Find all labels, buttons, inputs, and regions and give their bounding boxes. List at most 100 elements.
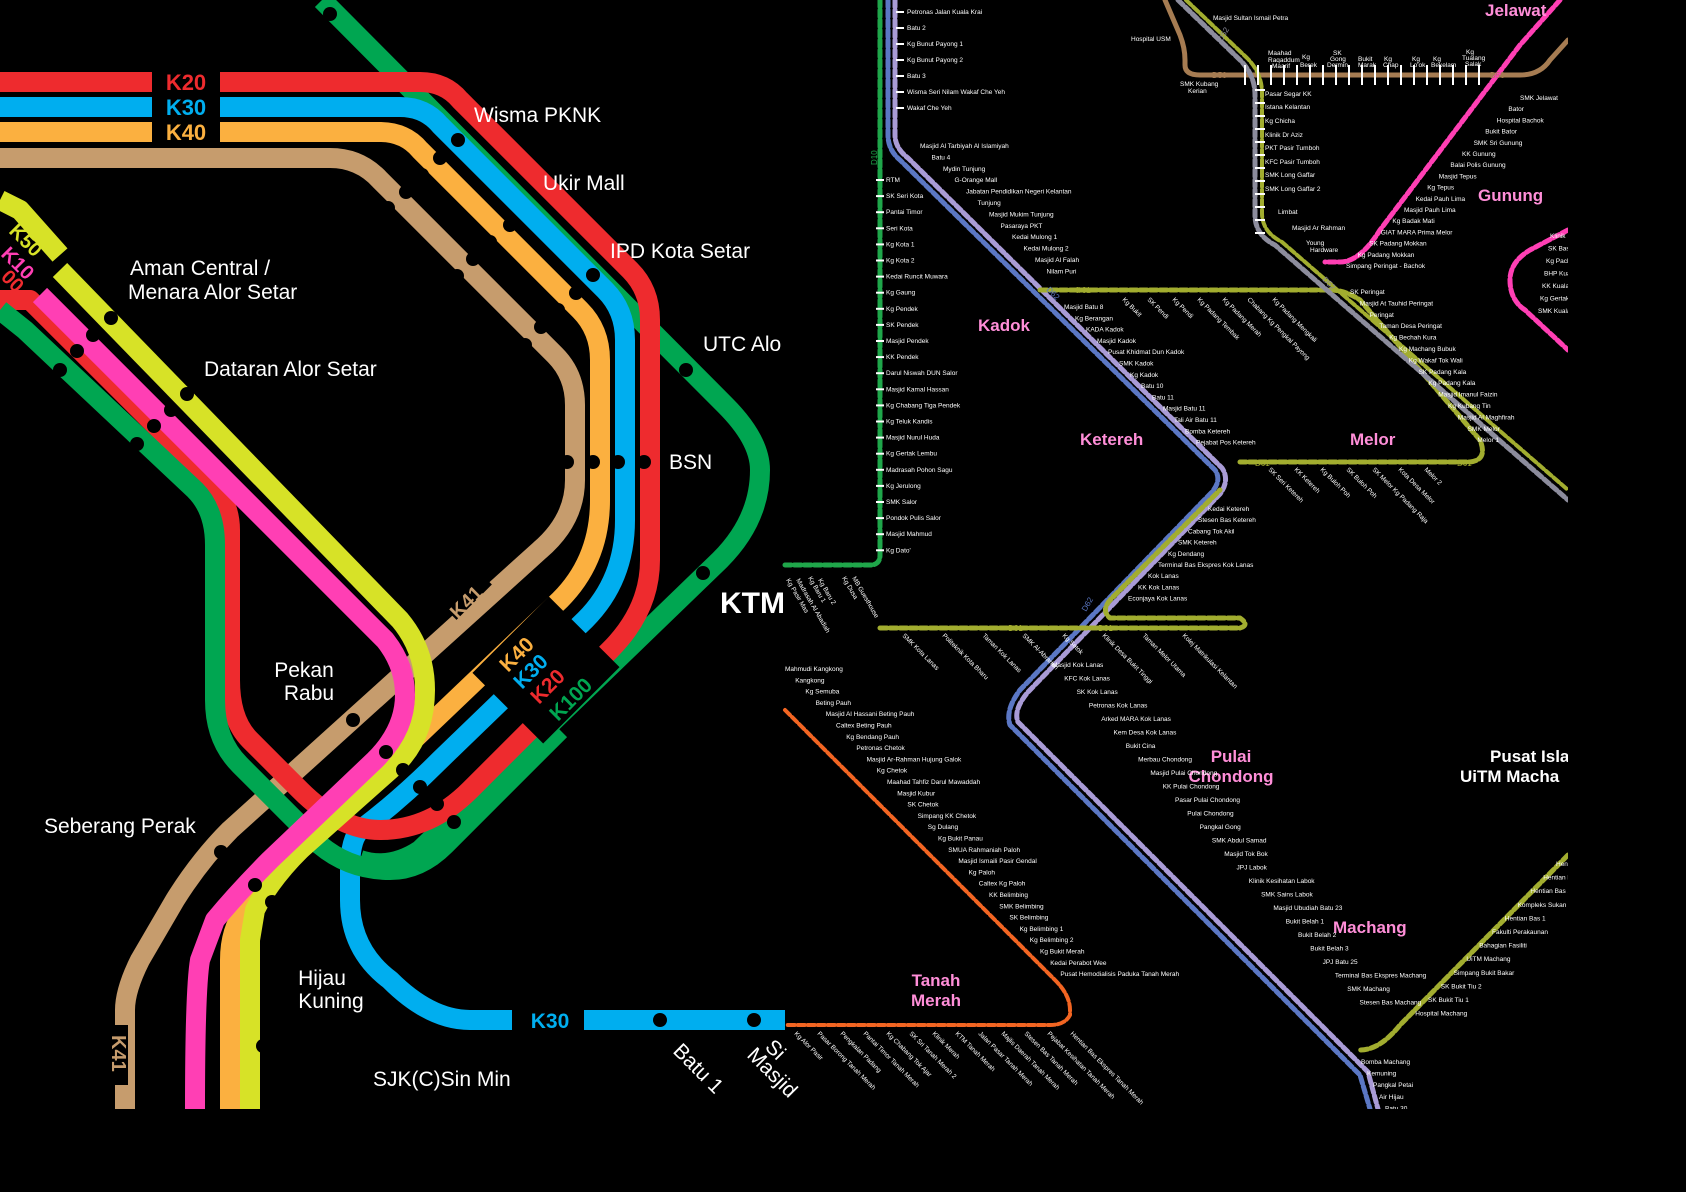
stop-label: Maahad Tahfiz Darul Mawaddah (887, 779, 980, 786)
stop-label: Kg Berangan (1075, 315, 1113, 322)
line-k10 (32, 287, 415, 1109)
station-dot (696, 566, 710, 580)
stop-label: Kg Gertak S (1540, 296, 1568, 303)
stop-label: Simpang Bukit Bakar (1454, 970, 1516, 977)
stop-label: Kg Gertak Lembu (886, 451, 937, 458)
stop-label: Lo'ok (1410, 62, 1426, 69)
stop-label: Kg (1466, 49, 1474, 56)
stop-label: SMK Kuala B (1538, 308, 1568, 315)
stop-label: Kg Bunut Payong 1 (907, 41, 963, 48)
stop-label: SMK Sains Labok (1261, 892, 1313, 899)
stop-label: SMK Sri Gunung (1474, 140, 1523, 147)
stop-label: Taman Melor Utama (1141, 632, 1188, 679)
route-code-d61-a: D61 (1076, 286, 1091, 295)
stop-label: KK Pulai Chondong (1163, 784, 1220, 791)
station-sjk-sin-min: SJK(C)Sin Min (373, 1068, 511, 1091)
station-dot (265, 895, 279, 909)
line-d42 (783, 708, 1072, 1027)
stop-label: SK Padang Mokkan (1369, 241, 1427, 248)
stop-label: Masjid Ubudiah Batu 23 (1273, 905, 1342, 912)
stop-label: Bator (1508, 106, 1524, 113)
line-d61-lower (877, 487, 1248, 631)
station-dot (551, 303, 565, 317)
station-seberang-perak: Seberang Perak (44, 815, 196, 838)
stop-label: Masjid Kok Lanas (1052, 662, 1104, 669)
stop-label: Bukit Belah 3 (1310, 946, 1349, 953)
stop-label: Hardware (1310, 247, 1339, 254)
stop-label: KFC Kok Lanas (1064, 676, 1110, 683)
stop-label: SMK Kubang (1180, 81, 1219, 88)
stop-label: PKT Pasir Tumboh (1265, 145, 1320, 152)
line-k100-left (0, 302, 568, 880)
station-dot (534, 320, 548, 334)
stop-label: SK Bukit Tiu 1 (1428, 997, 1469, 1004)
stop-label: Hospital Bachok (1497, 117, 1545, 124)
station-dot (447, 815, 461, 829)
stop-label: Kg Semuba (805, 689, 839, 696)
stop-label: Terminal Bas Ekspres Kok Lanas (1158, 562, 1254, 569)
stop-label: SK Kok Lanas (1077, 689, 1119, 696)
stop-label: Batu 30 (1385, 1105, 1408, 1109)
stop-label: Batu 4 (932, 154, 951, 161)
station-aman-central: Aman Central / (130, 257, 270, 280)
stop-label: KK Gunung (1462, 151, 1496, 158)
station-dot (430, 797, 444, 811)
stop-label: Kedai Runcit Muwara (886, 274, 948, 281)
stop-label: Simpang Peringat - Bachok (1346, 263, 1426, 270)
stop-label: Kg Dendang (1168, 551, 1205, 558)
stop-label: Kedai Mulong 2 (1024, 246, 1070, 253)
stop-label: Kompleks Sukan (1518, 902, 1567, 909)
left-station-dots (53, 7, 761, 1053)
stop-label: KK Kuala Besut (1542, 283, 1568, 290)
stop-label: Masjid Imanul Faizin (1438, 392, 1498, 399)
stop-label: Masjid Batu 8 (1064, 304, 1104, 311)
station-dot (433, 151, 447, 165)
stop-label: Masjid Kubur (897, 790, 936, 797)
stop-label: Cabang Tok Akil (1188, 528, 1235, 535)
stop-label: GIAT MARA Prima Melor (1381, 229, 1453, 236)
town-uitm-machang: UiTM Macha (1460, 767, 1560, 786)
stop-label: Caltex Beting Pauh (836, 723, 892, 730)
stop-label: KTM Tanah Merah (954, 1030, 997, 1073)
stop-label: Kg Belimbing 1 (1020, 926, 1064, 933)
stop-label: Bukit Cina (1126, 743, 1156, 750)
stop-label: Kg (1384, 56, 1392, 63)
stop-label: Taman Desa Peringat (1379, 323, 1442, 330)
stop-label: Pusat Hemodialisis Paduka Tanah Merah (1060, 971, 1179, 978)
stop-label: Kedai Perabot Wee (1050, 960, 1107, 967)
stop-label: Chap (1383, 62, 1399, 69)
stop-label: SK Padang Kala (1419, 369, 1467, 376)
station-dot (450, 269, 464, 283)
station-dot (399, 185, 413, 199)
stop-label: KK Kok Lanas (1138, 584, 1180, 591)
stop-label: Bomba Ketereh (1185, 428, 1231, 435)
left-route-lines (0, 0, 785, 1109)
stop-label: Kg Kubang Tin (1448, 403, 1491, 410)
station-dot (560, 455, 574, 469)
stop-label: Bukit Belah 2 (1298, 932, 1337, 939)
stop-label: SK Belimbing (1009, 915, 1048, 922)
stop-label: Masjid Ar Rahman (1292, 225, 1345, 232)
stop-label: Econjaya Kok Lanas (1128, 596, 1188, 603)
stop-label: Kg Kota 1 (886, 241, 915, 248)
station-dot (466, 252, 480, 266)
station-ukir-mall: Ukir Mall (543, 172, 625, 195)
stop-label: Kg Gaung (886, 290, 916, 297)
stop-label: Stesen Bas Ketereh (1198, 517, 1256, 524)
stop-label: Petronas Chetok (856, 745, 905, 752)
stop-label: Pejabat Pos Ketereh (1196, 440, 1256, 447)
stop-label: Kg Kota 2 (886, 258, 915, 265)
line-k50 (0, 191, 435, 1109)
stop-label: SMK Machang (1347, 986, 1390, 993)
town-jelawat: Jelawat (1485, 1, 1547, 20)
town-melor: Melor (1350, 430, 1396, 449)
stop-label: Pasaraya PKT (1001, 223, 1043, 230)
town-tanah: Tanah (912, 971, 961, 990)
stop-label: Hospital Machang (1415, 1011, 1467, 1018)
stop-label: G-Orange Mall (955, 177, 998, 184)
stop-label: Hentia (1556, 861, 1568, 868)
stop-label: Kerian (1188, 88, 1207, 95)
stop-label: Kg Jerulong (886, 483, 921, 490)
stop-label: Pasar Segar KK (1265, 91, 1312, 98)
stop-label: SMK Belimbing (999, 903, 1044, 910)
